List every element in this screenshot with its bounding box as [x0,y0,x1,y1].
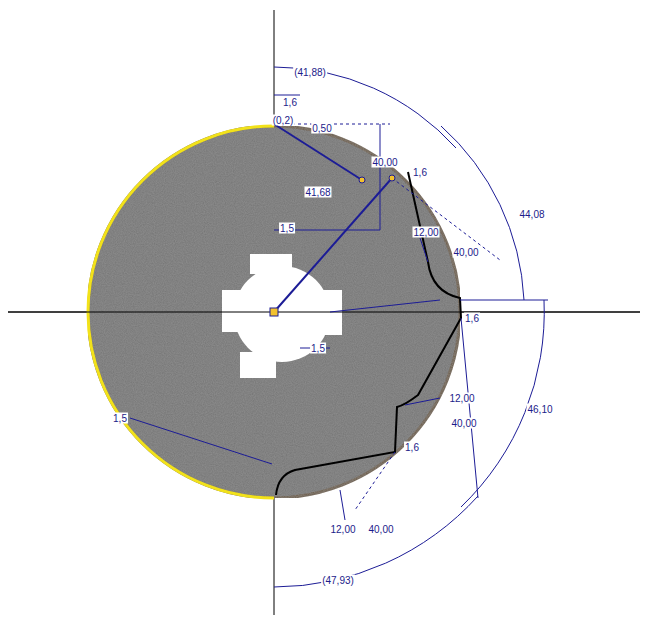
dimension-value: 46,10 [526,404,553,415]
dimension-value: 12,00 [412,227,439,238]
dimension-value: 40,00 [452,247,479,258]
dimension-value: 1,5 [310,343,326,354]
dimension-value: (0,2) [272,115,295,126]
dimension-value: 1,6 [412,167,428,178]
dimension-value: 1,6 [282,97,298,108]
dimension-value: 1,6 [404,442,420,453]
dimension-value: 12,00 [329,524,356,535]
dimension-value: 1,5 [112,413,128,424]
dimension-value: (47,93) [321,575,355,586]
dimension-value: (41,88) [293,67,327,78]
dimension-value: 41,68 [304,187,331,198]
dimension-value: 44,08 [518,209,545,220]
dimension-value: 1,6 [464,313,480,324]
dimension-value: 0,50 [311,123,332,134]
dimension-value: 40,00 [450,418,477,429]
dimension-value: 1,5 [279,223,295,234]
dimension-value: 40,00 [371,157,398,168]
dimension-value: 12,00 [448,393,475,404]
dimension-value: 40,00 [367,524,394,535]
